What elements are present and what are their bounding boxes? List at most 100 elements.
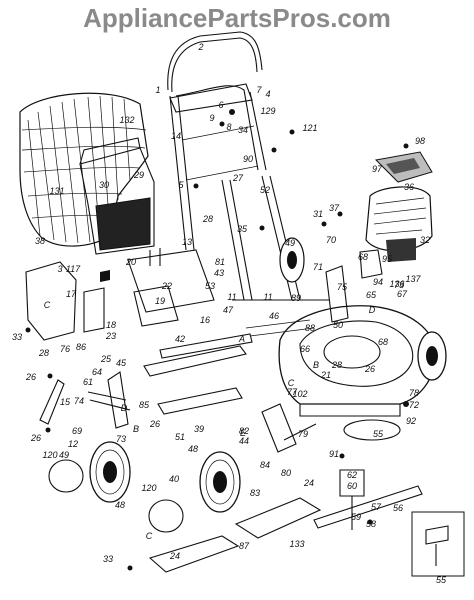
part-number-label: 26 [30, 433, 41, 443]
part-number-label: 53 [205, 281, 215, 291]
part-number-label: 64 [92, 367, 102, 377]
part-number-label: 13 [182, 237, 192, 247]
part-number-label: 71 [313, 262, 323, 272]
part-number-label: 60 [347, 481, 357, 491]
part-number-label: 98 [415, 136, 425, 146]
part-number-label: 11 [227, 292, 236, 302]
part-number-label: 59 [351, 512, 361, 522]
part-number-label: 65 [366, 290, 377, 300]
part-number-label: 15 [60, 397, 71, 407]
part-number-label: 30 [99, 180, 109, 190]
part-number-label: 91 [329, 449, 339, 459]
part-number-label: 88 [305, 323, 315, 333]
part-number-label: 67 [397, 289, 408, 299]
part-number-label: 75 [337, 282, 348, 292]
part-number-label: 25 [100, 354, 112, 364]
part-number-label: 40 [169, 474, 179, 484]
part-number-label: 79 [298, 429, 308, 439]
upper-handle [167, 31, 267, 251]
part-number-label: 26 [364, 364, 375, 374]
part-number-label: 11 [263, 292, 272, 302]
rear-door [127, 248, 215, 327]
part-number-label: 27 [232, 173, 244, 183]
blade-assembly [313, 419, 423, 530]
part-number-label: 76 [60, 344, 70, 354]
part-number-label: 43 [214, 268, 224, 278]
part-number-label: 35 [237, 224, 248, 234]
part-number-label: 6 [218, 100, 223, 110]
part-number-label: 33 [103, 554, 113, 564]
part-number-label: 102 [292, 389, 307, 399]
part-number-label: 3 [57, 264, 62, 274]
part-number-label: B [133, 424, 139, 434]
part-number-label: 44 [239, 436, 249, 446]
grass-bag [19, 92, 149, 247]
part-number-label: 46 [269, 311, 279, 321]
part-number-label: 87 [239, 541, 250, 551]
part-number-label: 38 [35, 236, 45, 246]
inset-box-55 [411, 511, 465, 577]
part-number-label: 14 [171, 131, 181, 141]
part-number-label: 89 [291, 293, 301, 303]
part-number-label: 17 [66, 289, 77, 299]
wheel-rear-left [48, 441, 131, 503]
part-number-label: C [288, 378, 295, 388]
part-number-label: 68 [378, 337, 388, 347]
part-number-label: 29 [133, 170, 144, 180]
part-number-label: 34 [238, 125, 248, 135]
part-number-label: 121 [302, 123, 317, 133]
part-number-label: 37 [329, 203, 340, 213]
part-number-label: 78 [409, 388, 419, 398]
part-number-label: 137 [405, 274, 421, 284]
part-number-label: 62 [347, 470, 357, 480]
part-number-label: 68 [358, 252, 368, 262]
height-adjuster-right [261, 265, 349, 453]
part-number-label: 22 [161, 281, 172, 291]
part-number-label: 12 [68, 439, 78, 449]
side-chute [25, 261, 110, 341]
part-number-label: 80 [281, 468, 291, 478]
part-number-label: 132 [119, 115, 134, 125]
part-number-label: 51 [175, 432, 185, 442]
deck-plates [148, 497, 322, 573]
part-number-label: 49 [59, 450, 69, 460]
part-number-label: 39 [194, 424, 204, 434]
part-number-label: 48 [188, 444, 198, 454]
part-number-label: 120 [141, 483, 156, 493]
part-number-label: 45 [116, 358, 127, 368]
part-number-label: D [121, 403, 128, 413]
part-number-label: 7 [256, 85, 262, 95]
part-number-label: A [238, 334, 245, 344]
part-number-label: 74 [74, 396, 84, 406]
part-number-label: 131 [49, 186, 64, 196]
part-number-label: 57 [371, 502, 382, 512]
part-number-label: 26 [149, 419, 160, 429]
part-number-label: 86 [76, 342, 86, 352]
part-number-label: 66 [300, 344, 310, 354]
part-number-label: 47 [223, 305, 234, 315]
part-number-label: 23 [105, 331, 116, 341]
height-adjuster-left [39, 371, 131, 429]
part-number-label: C [44, 300, 51, 310]
hardware [25, 109, 409, 571]
part-number-label: 92 [406, 416, 416, 426]
part-number-label: 81 [215, 257, 225, 267]
part-number-label: 77 [287, 387, 298, 397]
part-number-label: 31 [313, 209, 323, 219]
part-number-label: 61 [83, 377, 93, 387]
part-number-label: 136 [389, 279, 404, 289]
part-number-label: 82 [239, 426, 249, 436]
part-number-label: 55 [373, 429, 384, 439]
part-number-label: 97 [372, 164, 383, 174]
watermark-text: AppliancePartsPros.com [83, 3, 391, 33]
part-number-label: 5 [178, 180, 184, 190]
part-number-label: 94 [373, 277, 383, 287]
part-number-label: 32 [420, 235, 430, 245]
part-number-label: 24 [169, 551, 180, 561]
part-number-label: 83 [250, 488, 260, 498]
part-number-label: 16 [200, 315, 210, 325]
part-number-label: 19 [155, 296, 165, 306]
part-number-label: 28 [202, 214, 213, 224]
part-number-label: 33 [12, 332, 22, 342]
engine [359, 151, 433, 279]
